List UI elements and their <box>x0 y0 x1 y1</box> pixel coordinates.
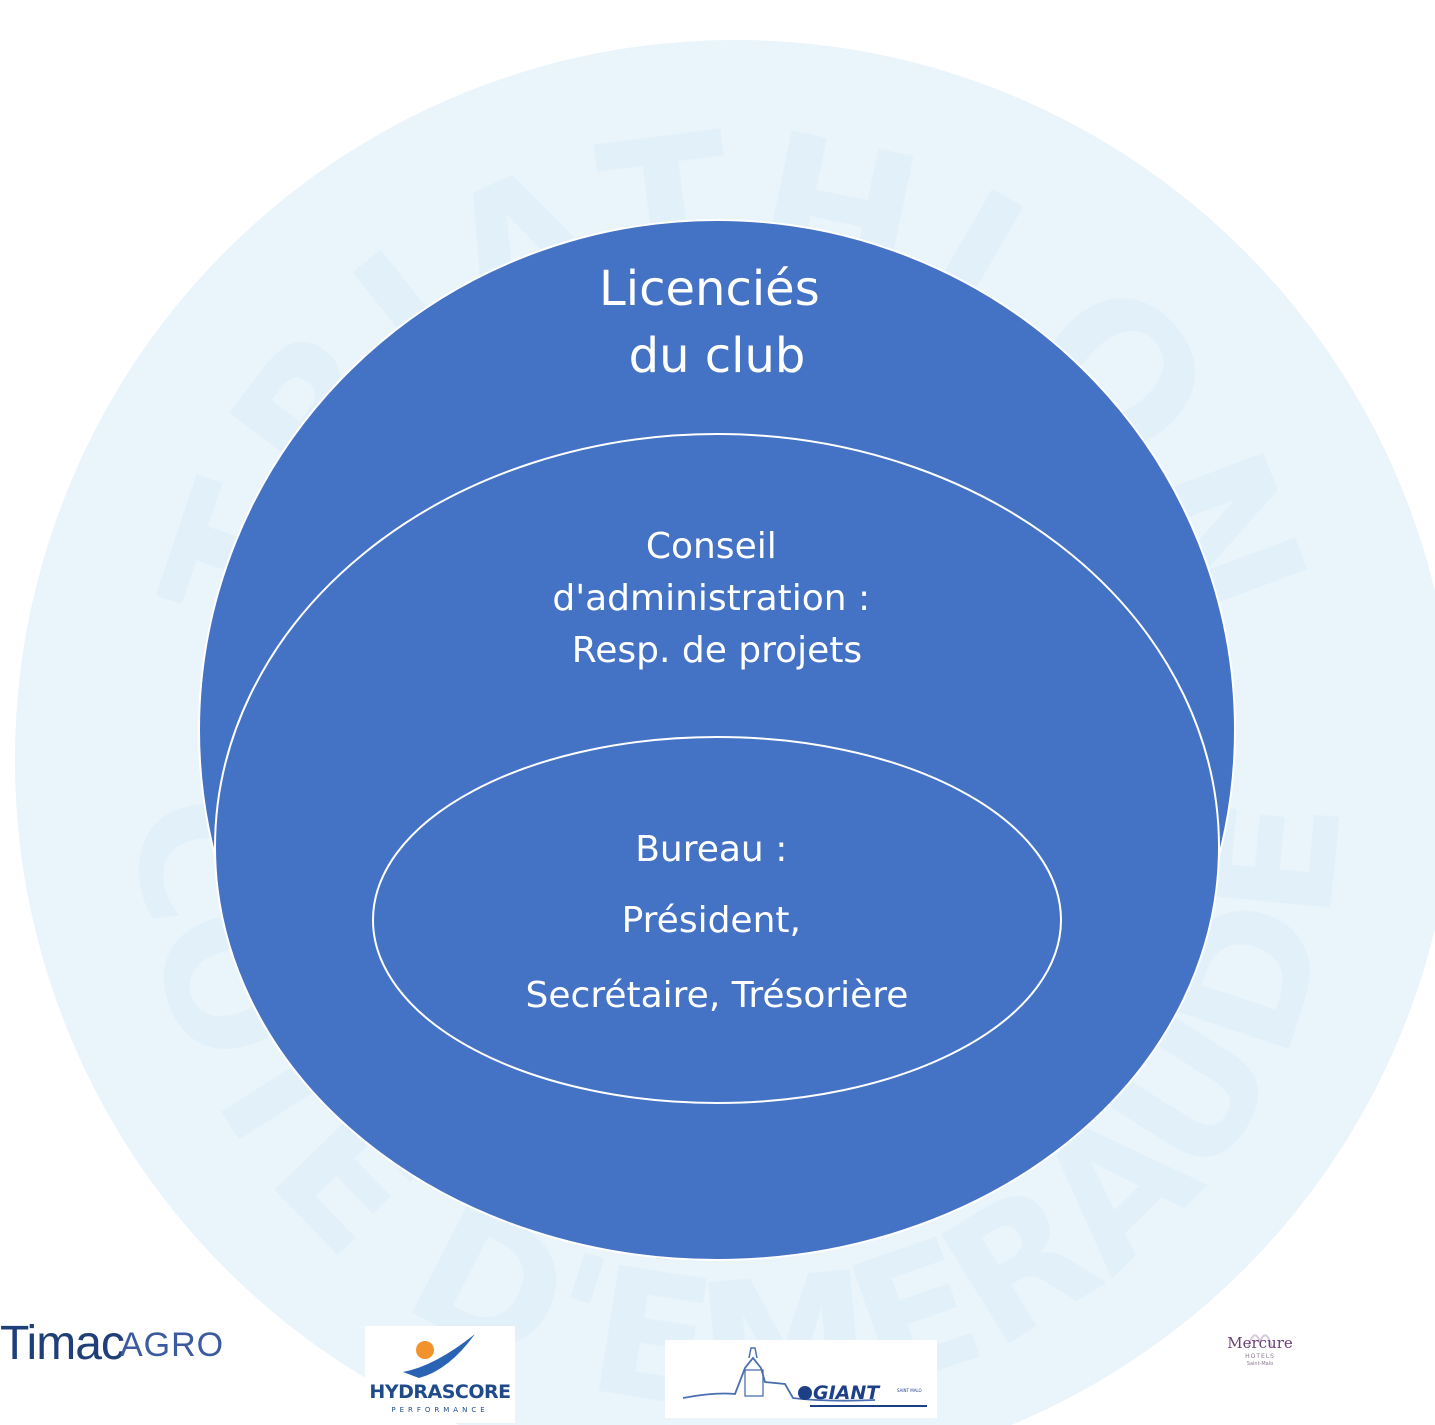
middle-label-line-1: Conseil <box>646 526 777 567</box>
hydrascore-swoosh-icon <box>403 1334 475 1378</box>
giant-name: GIANT <box>813 1382 880 1404</box>
timac-agro-logo: Timac AGRO <box>0 1312 270 1382</box>
hydrascore-tagline: PERFORMANCE <box>391 1406 489 1414</box>
outer-label: Licenciés du club <box>599 261 835 384</box>
giant-castle-icon <box>682 1347 927 1407</box>
timac-logo-wordmark: Timac <box>0 1317 125 1370</box>
mercure-name: Mercure <box>1227 1334 1293 1352</box>
inner-label-line-3: Secrétaire, Trésorière <box>526 975 909 1016</box>
inner-label-line-1: Bureau : <box>635 829 787 870</box>
mercure-hotels-logo: Mercure HOTELS Saint-Malo <box>1210 1322 1310 1378</box>
mercure-tagline: HOTELS <box>1245 1353 1275 1360</box>
mercure-city: Saint-Malo <box>1246 1361 1274 1367</box>
hydrascore-logo: HYDRASCORE PERFORMANCE <box>365 1326 515 1423</box>
nested-circles: Licenciés du club Conseil d'administrati… <box>198 219 1236 1261</box>
inner-label: Bureau : Président, Secrétaire, Trésoriè… <box>526 829 909 1016</box>
middle-label-line-3: Resp. de projets <box>572 630 862 671</box>
outer-label-line-2: du club <box>629 328 806 384</box>
outer-label-line-1: Licenciés <box>599 261 820 317</box>
timac-logo-agro: AGRO <box>120 1326 225 1364</box>
giant-city: SAINT MALO <box>897 1388 922 1393</box>
middle-label-line-2: d'administration : <box>552 578 870 619</box>
middle-label: Conseil d'administration : Resp. de proj… <box>552 526 881 671</box>
inner-label-line-2: Président, <box>622 900 801 941</box>
hydrascore-name: HYDRASCORE <box>369 1381 511 1403</box>
giant-saint-malo-logo: GIANT SAINT MALO <box>665 1340 937 1418</box>
inner-ellipse <box>372 736 1062 1104</box>
mercure-m-emblem-icon <box>1247 1334 1273 1349</box>
